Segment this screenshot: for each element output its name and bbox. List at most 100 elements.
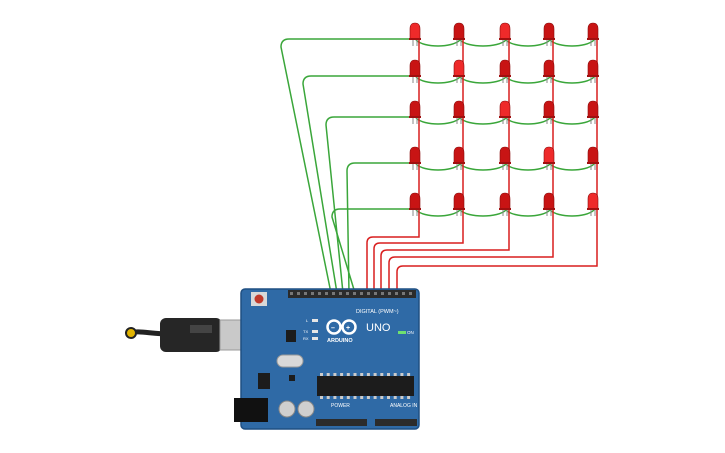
header-pin[interactable]	[325, 292, 328, 295]
led[interactable]	[543, 22, 555, 46]
digital-header[interactable]	[288, 290, 416, 298]
led[interactable]	[453, 146, 465, 170]
header-pin[interactable]	[388, 292, 391, 295]
led[interactable]	[499, 100, 511, 124]
led[interactable]	[543, 59, 555, 83]
header-pin[interactable]	[304, 292, 307, 295]
led[interactable]	[453, 59, 465, 83]
led[interactable]	[587, 59, 599, 83]
header-pin[interactable]	[297, 292, 300, 295]
led-body	[499, 22, 511, 40]
header-pin[interactable]	[381, 292, 384, 295]
row-wire-segment[interactable]	[415, 76, 461, 84]
header-pin[interactable]	[409, 292, 412, 295]
digital-label: DIGITAL (PWM~)	[356, 309, 399, 315]
row-wire-segment[interactable]	[459, 76, 507, 84]
led-body	[587, 100, 599, 118]
header-pin[interactable]	[339, 292, 342, 295]
led[interactable]	[409, 22, 421, 46]
row-wire-segment[interactable]	[549, 209, 595, 217]
row-wire-segment[interactable]	[505, 39, 551, 47]
chip-leg	[320, 396, 323, 399]
chip-leg	[326, 396, 330, 399]
led[interactable]	[453, 22, 465, 46]
chip-leg	[400, 396, 404, 399]
led[interactable]	[409, 192, 421, 216]
led[interactable]	[587, 192, 599, 216]
row-wire-segment[interactable]	[549, 76, 595, 84]
row-wire-segment[interactable]	[505, 117, 551, 125]
column-wire-to-pin[interactable]	[388, 230, 554, 293]
row-wire-segment[interactable]	[549, 117, 595, 125]
header-pin[interactable]	[367, 292, 370, 295]
led-body	[409, 146, 421, 164]
row-wire-segment[interactable]	[415, 209, 461, 217]
chip-leg	[333, 373, 337, 376]
led[interactable]	[587, 100, 599, 124]
led[interactable]	[453, 100, 465, 124]
led[interactable]	[543, 100, 555, 124]
led[interactable]	[499, 146, 511, 170]
column-wire-to-pin[interactable]	[366, 230, 420, 293]
analog-header[interactable]	[375, 419, 417, 426]
arduino-infinity-icon: – +	[326, 319, 357, 335]
led-rim	[499, 38, 511, 40]
led-rim	[587, 116, 599, 118]
led-rim	[499, 162, 511, 164]
header-pin[interactable]	[360, 292, 363, 295]
header-pin[interactable]	[395, 292, 398, 295]
arduino-board[interactable]: DIGITAL (PWM~) – + ARDUINO UNO ON L TX R…	[234, 288, 420, 430]
row-wire-segment[interactable]	[415, 163, 461, 171]
led[interactable]	[499, 192, 511, 216]
row-wire-segment[interactable]	[459, 163, 507, 171]
led-rim	[587, 208, 599, 210]
led-body	[543, 59, 555, 77]
led-rim	[587, 38, 599, 40]
row-wire-segment[interactable]	[459, 209, 507, 217]
header-pin[interactable]	[402, 292, 405, 295]
reset-button-icon[interactable]	[254, 294, 264, 304]
led[interactable]	[453, 192, 465, 216]
row-wire-segment[interactable]	[459, 117, 507, 125]
column-wire-to-pin[interactable]	[380, 230, 510, 293]
row-wire-to-pin[interactable]	[302, 75, 412, 294]
row-wire-to-pin[interactable]	[331, 208, 412, 294]
header-pin[interactable]	[311, 292, 314, 295]
usb-plug-body	[160, 318, 222, 352]
header-pin[interactable]	[346, 292, 349, 295]
row-wire-segment[interactable]	[549, 163, 595, 171]
row-wire-segment[interactable]	[505, 163, 551, 171]
led[interactable]	[409, 146, 421, 170]
led[interactable]	[587, 22, 599, 46]
row-wire-segment[interactable]	[415, 39, 461, 47]
row-wire-to-pin[interactable]	[325, 116, 412, 294]
led[interactable]	[499, 22, 511, 46]
row-wire-segment[interactable]	[505, 76, 551, 84]
row-wire-segment[interactable]	[549, 39, 595, 47]
row-wire-to-pin[interactable]	[280, 38, 412, 294]
header-pin[interactable]	[374, 292, 377, 295]
power-jack[interactable]	[234, 398, 268, 422]
header-pin[interactable]	[332, 292, 335, 295]
led[interactable]	[543, 146, 555, 170]
l-label: L	[306, 318, 309, 323]
header-pin[interactable]	[353, 292, 356, 295]
led[interactable]	[587, 146, 599, 170]
led-body	[543, 192, 555, 210]
column-wire-to-pin[interactable]	[373, 230, 464, 293]
led[interactable]	[543, 192, 555, 216]
led[interactable]	[409, 100, 421, 124]
column-wire-to-pin[interactable]	[396, 230, 598, 293]
chip-leg	[407, 373, 411, 376]
led[interactable]	[409, 59, 421, 83]
power-header[interactable]	[316, 419, 367, 426]
chip-leg	[340, 373, 344, 376]
chip-leg	[366, 396, 370, 399]
row-wire-to-pin[interactable]	[346, 162, 412, 294]
row-wire-segment[interactable]	[459, 39, 507, 47]
header-pin[interactable]	[318, 292, 321, 295]
row-wire-segment[interactable]	[415, 117, 461, 125]
led[interactable]	[499, 59, 511, 83]
header-pin[interactable]	[290, 292, 293, 295]
row-wire-segment[interactable]	[505, 209, 551, 217]
